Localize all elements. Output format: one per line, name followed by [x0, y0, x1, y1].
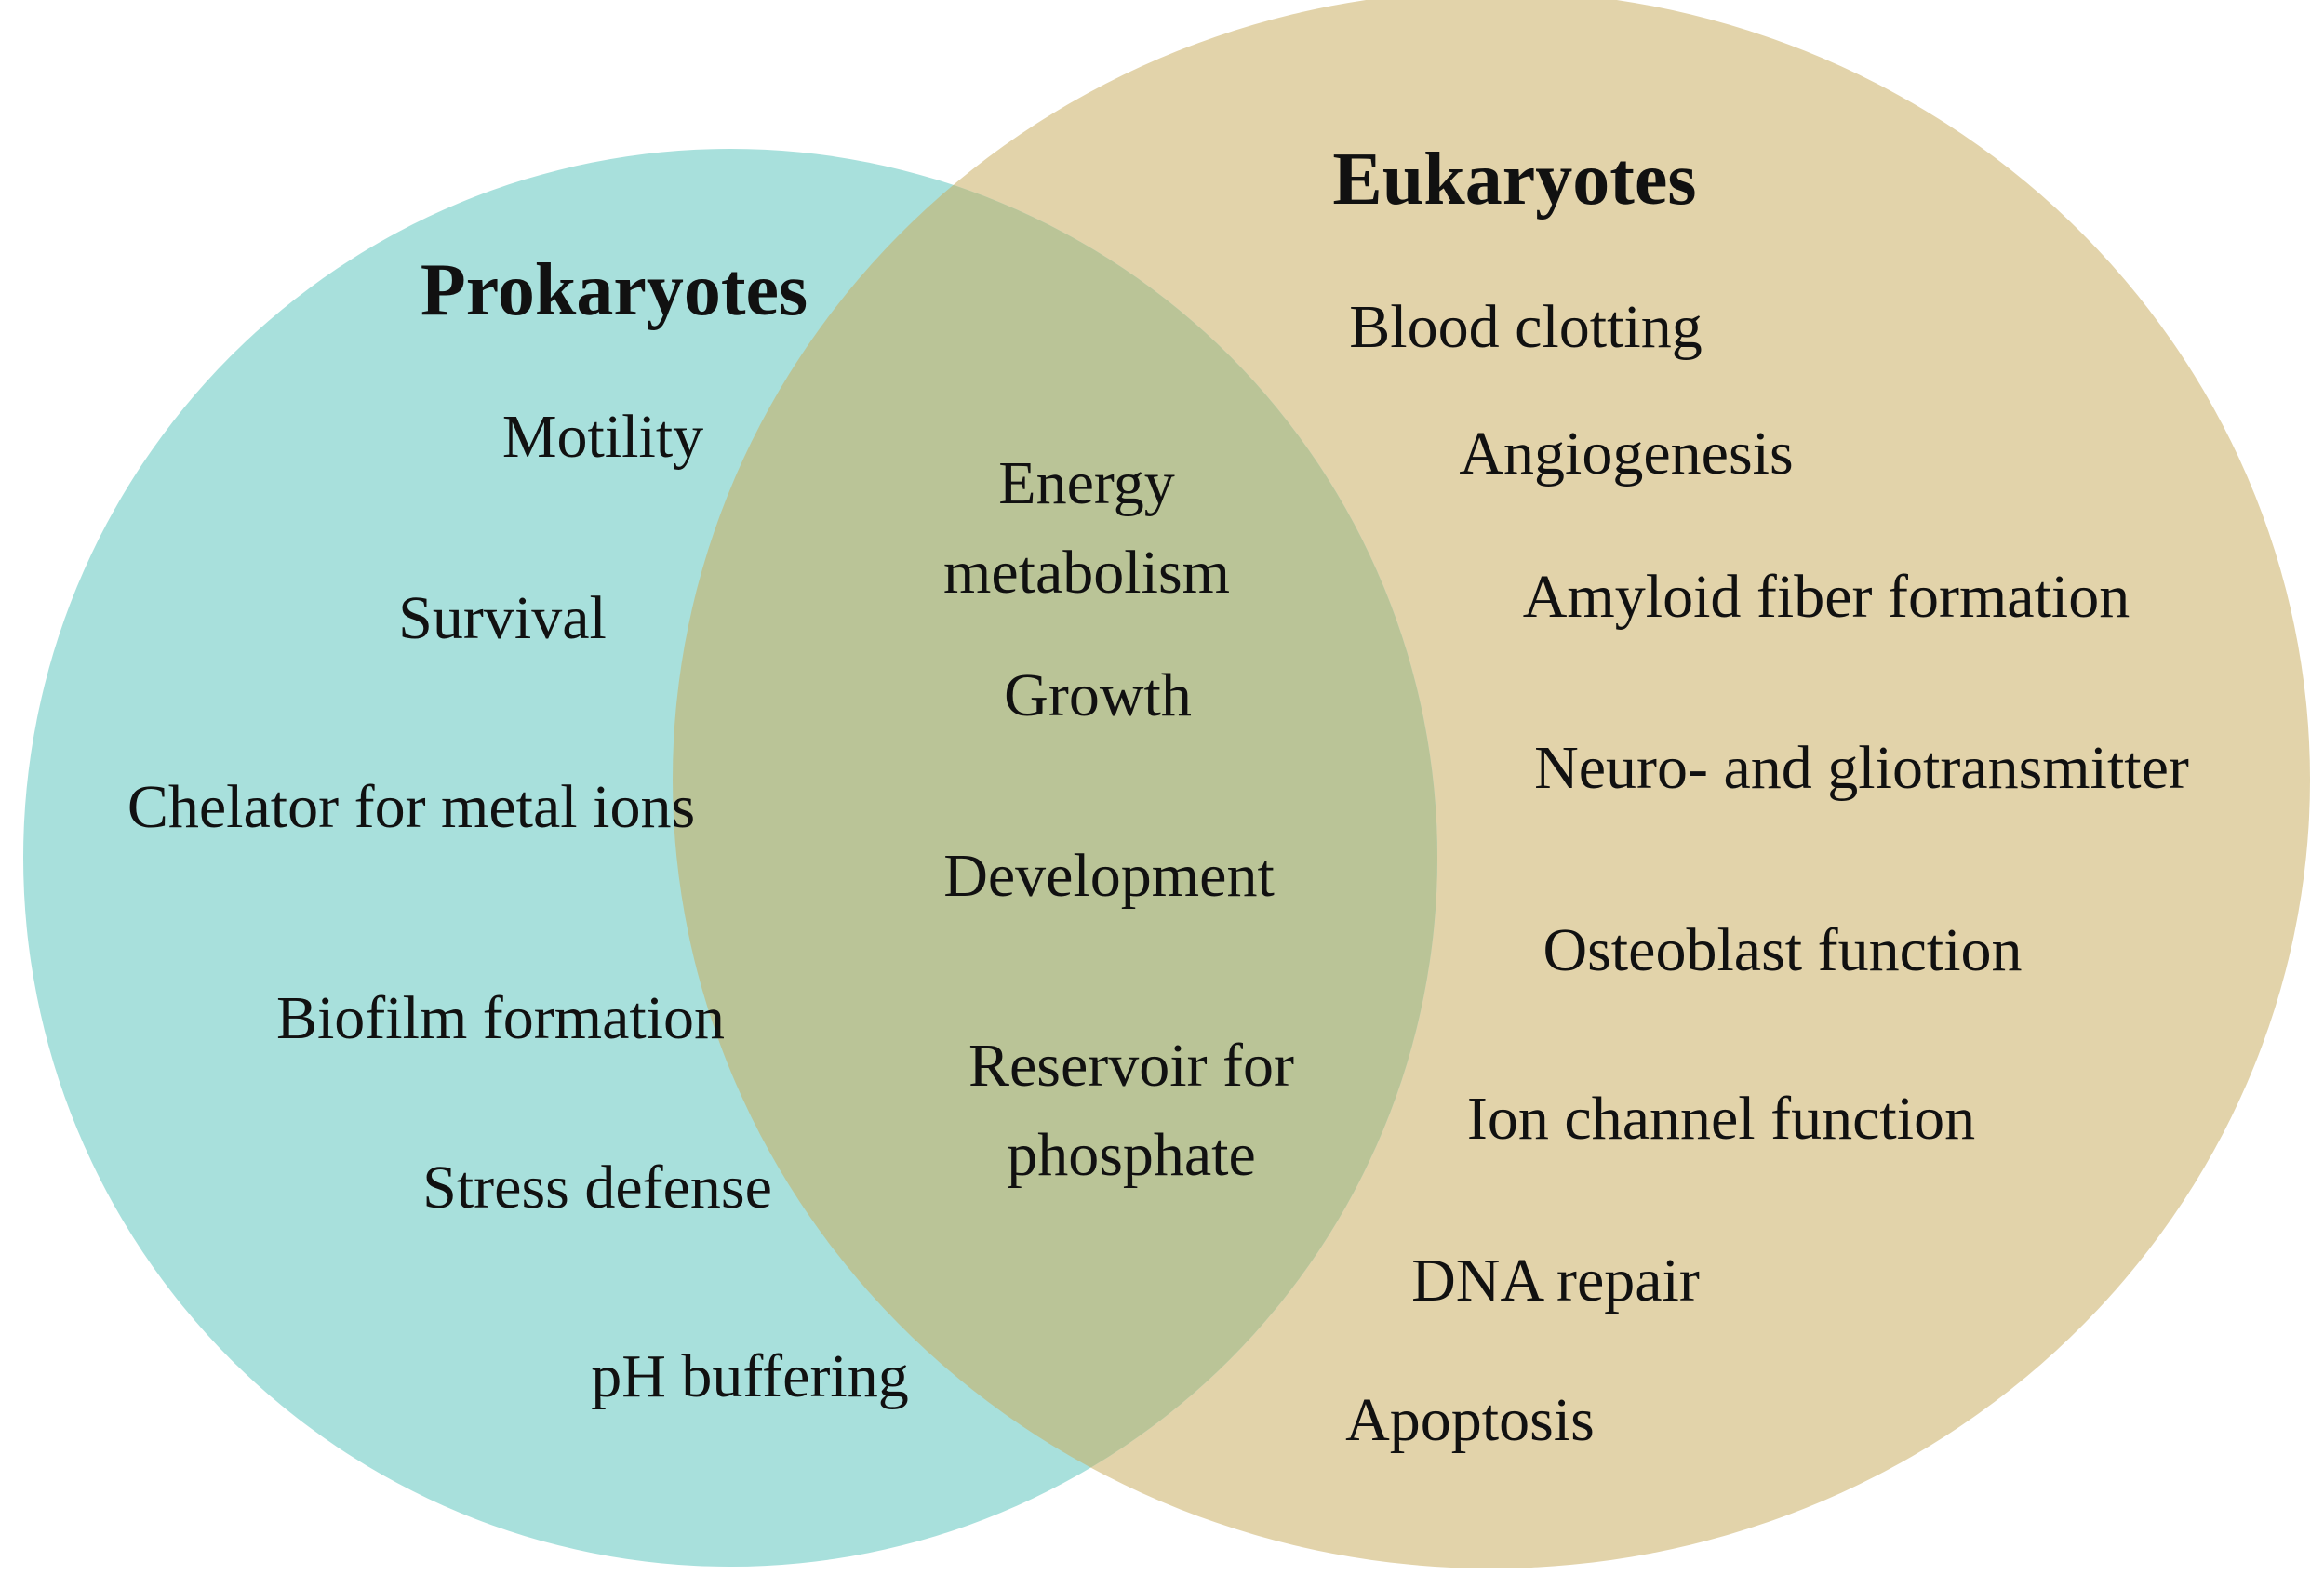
eukaryote-item: DNA repair — [1411, 1247, 1700, 1314]
prokaryote-item: pH buffering — [591, 1342, 909, 1410]
prokaryotes-title: Prokaryotes — [420, 249, 808, 331]
shared-item: Development — [943, 842, 1275, 910]
eukaryote-item: Amyloid fiber formation — [1522, 563, 2130, 631]
overlap-region — [673, 149, 1437, 1567]
eukaryote-item: Angiogenesis — [1459, 420, 1794, 487]
eukaryote-item: Ion channel function — [1466, 1085, 1976, 1153]
prokaryote-item: Survival — [398, 584, 607, 652]
eukaryote-item: Osteoblast function — [1543, 916, 2023, 984]
prokaryote-item: Motility — [501, 403, 704, 471]
shared-item: Energy metabolism — [943, 449, 1230, 607]
shared-item: Growth — [1004, 661, 1192, 729]
prokaryote-item: Biofilm formation — [275, 984, 726, 1052]
prokaryote-item: Chelator for metal ions — [127, 773, 696, 841]
prokaryote-item: Stress defense — [422, 1154, 772, 1221]
eukaryote-item: Blood clotting — [1349, 293, 1703, 361]
eukaryote-item: Apoptosis — [1345, 1386, 1595, 1454]
shared-item: Reservoir for phosphate — [968, 1032, 1295, 1189]
eukaryote-item: Neuro- and gliotransmitter — [1534, 734, 2189, 802]
eukaryotes-title: Eukaryotes — [1332, 139, 1697, 220]
